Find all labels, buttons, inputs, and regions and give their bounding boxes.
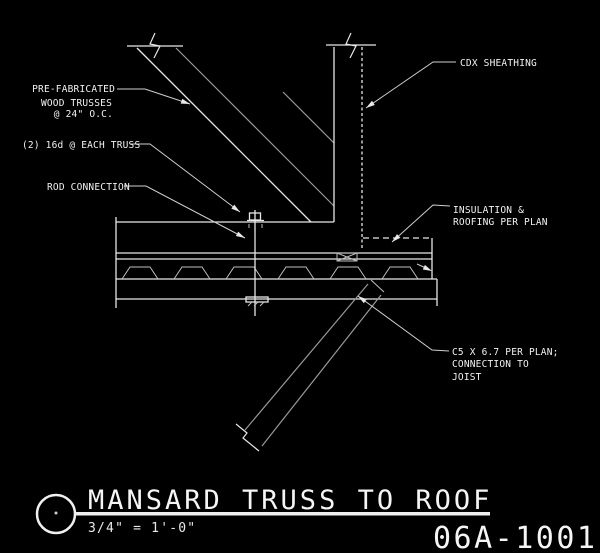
label-c5-line2: CONNECTION TO xyxy=(452,359,529,370)
brace-connection-x xyxy=(336,252,358,262)
leader-insulation xyxy=(391,204,451,243)
label-c5-line1: C5 X 6.7 PER PLAN; xyxy=(452,347,559,358)
c5-break-symbol xyxy=(235,423,260,452)
label-cdx-sheathing: CDX SHEATHING xyxy=(460,58,537,69)
wall-break-symbol xyxy=(326,32,376,59)
leader-c5-channel xyxy=(357,295,450,352)
rod-assembly xyxy=(245,210,269,316)
truss-break-symbol xyxy=(127,32,183,59)
leader-rod-connection xyxy=(124,185,246,239)
label-insulation-line1: INSULATION & xyxy=(453,205,524,216)
c5-channel-member xyxy=(235,279,385,452)
deck-edge-arrow xyxy=(416,263,432,271)
leader-nails xyxy=(130,143,241,213)
label-c5-line3: JOIST xyxy=(452,372,482,383)
roof-assembly xyxy=(115,217,438,308)
label-rod-connection: ROD CONNECTION xyxy=(47,182,130,193)
label-prefab-line1: PRE-FABRICATED xyxy=(32,84,115,95)
label-insulation: INSULATION & ROOFING PER PLAN xyxy=(453,205,548,228)
rod-bottom-anchor xyxy=(245,296,269,307)
truss-top-chord xyxy=(127,32,335,223)
label-c5-channel: C5 X 6.7 PER PLAN; CONNECTION TO JOIST xyxy=(452,347,559,383)
detail-title: MANSARD TRUSS TO ROOF xyxy=(88,485,492,516)
label-nails: (2) 16d @ EACH TRUSS xyxy=(22,140,140,151)
label-prefab-trusses: PRE-FABRICATED WOOD TRUSSES @ 24" O.C. xyxy=(32,84,115,120)
detail-scale: 3/4" = 1'-0" xyxy=(88,521,196,536)
label-prefab-line3: @ 24" O.C. xyxy=(54,109,113,120)
wall-and-sheathing xyxy=(326,32,376,250)
leader-prefab-trusses xyxy=(117,88,191,105)
detail-callout-dot xyxy=(54,511,58,515)
title-underline xyxy=(75,512,490,516)
label-prefab-line2: WOOD TRUSSES xyxy=(41,98,112,109)
title-block: MANSARD TRUSS TO ROOF 3/4" = 1'-0" 06A-1… xyxy=(35,485,598,553)
sheet-number: 06A-1001 xyxy=(433,521,598,553)
label-insulation-line2: ROOFING PER PLAN xyxy=(453,217,548,228)
leader-cdx-sheathing xyxy=(365,61,456,109)
metal-deck-flutes xyxy=(121,266,419,280)
